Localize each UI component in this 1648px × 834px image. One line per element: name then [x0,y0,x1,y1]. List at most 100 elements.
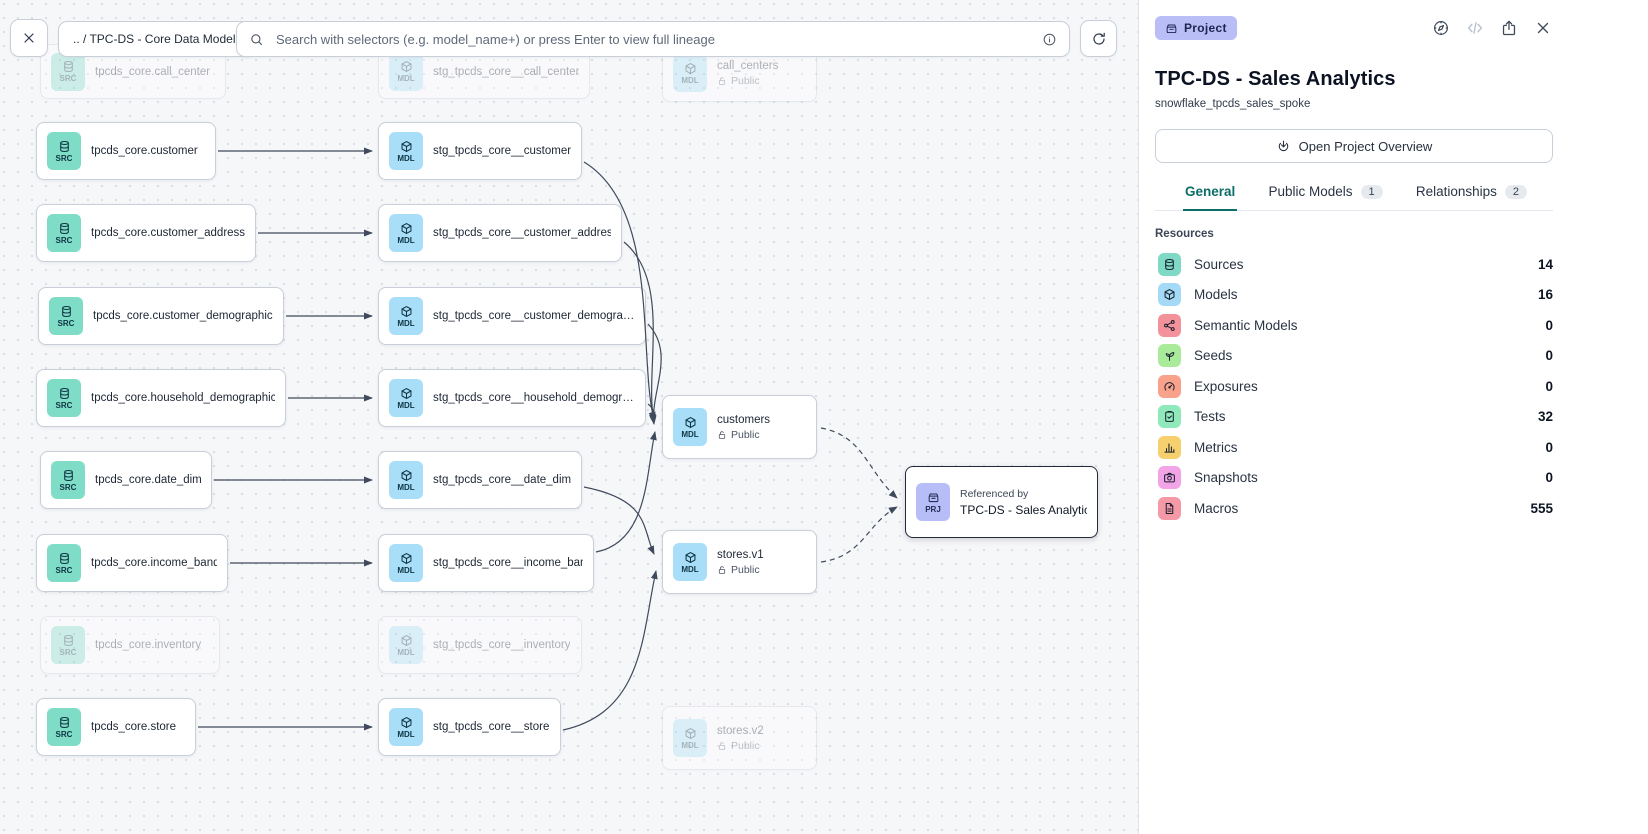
node-type-label: SRC [60,649,77,657]
info-icon[interactable] [1042,32,1057,47]
resource-row-metrics[interactable]: Metrics 0 [1155,432,1553,463]
resource-count: 32 [1538,409,1553,424]
resource-label: Models [1194,287,1238,302]
mdl-type-badge: MDL [389,214,423,252]
model-cube-icon [400,387,413,400]
node-label: tpcds_core.inventory [95,639,201,651]
lineage-canvas[interactable]: SRC tpcds_core.call_centerSRCtpcds_core.c… [0,0,1138,834]
resource-label: Metrics [1194,440,1238,455]
node-mdl-stg-household-demographics[interactable]: MDLstg_tpcds_core__household_demogr… [378,369,646,427]
node-mdl-stg-customer-demographics[interactable]: MDL stg_tpcds_core__customer_demogra… [378,287,646,345]
model-cube-icon [400,140,413,153]
resource-label: Sources [1194,257,1244,272]
panel-title: TPC-DS - Sales Analytics [1155,68,1553,91]
open-project-overview-button[interactable]: Open Project Overview [1155,129,1553,163]
node-label: TPC-DS - Sales Analytics [960,503,1087,517]
resource-row-snapshots[interactable]: Snapshots 0 [1155,463,1553,494]
project-overview-icon [1276,139,1291,154]
edge-stg-date-dim-to-stores [584,487,654,554]
close-lineage-button[interactable] [10,19,48,57]
resource-row-exposures[interactable]: Exposures0 [1155,371,1553,402]
node-src-customer-demographics[interactable]: SRCtpcds_core.customer_demographics [38,287,284,345]
resource-row-tests[interactable]: Tests32 [1155,402,1553,433]
node-src-store[interactable]: SRC tpcds_core.store [36,698,196,756]
model-cube-icon [684,551,697,564]
public-access-label: Public [731,75,760,87]
node-label: stg_tpcds_core__inventory [433,639,570,651]
clipboard-icon [1158,405,1181,428]
resource-count: 555 [1530,501,1553,516]
resource-label: Snapshots [1194,470,1258,485]
resource-row-semantic-models[interactable]: Semantic Models0 [1155,310,1553,341]
edge-customers-to-project [821,428,897,498]
tab-label: Public Models [1268,184,1352,199]
node-mdl-stores-v2[interactable]: MDLstores.v2Public [662,706,817,770]
node-mdl-stg-customer[interactable]: MDLstg_tpcds_core__customer [378,122,582,180]
node-type-label: MDL [397,320,414,328]
source-database-icon [58,222,71,235]
tab-relationships[interactable]: Relationships2 [1414,184,1529,211]
node-src-date-dim[interactable]: SRCtpcds_core.date_dim [40,451,212,509]
resources-section-title: Resources [1155,228,1553,240]
source-database-icon [58,140,71,153]
node-mdl-stg-income-band[interactable]: MDLstg_tpcds_core__income_band [378,534,594,592]
breadcrumb-label: .. / TPC-DS - Core Data Models [73,32,242,46]
project-type-badge: Project [1155,16,1237,40]
model-cube-icon [684,727,697,740]
resource-label: Seeds [1194,348,1232,363]
node-type-label: SRC [56,731,73,739]
resource-count: 0 [1545,379,1553,394]
refresh-button[interactable] [1080,20,1117,57]
close-panel-button[interactable] [1533,18,1553,38]
resource-row-macros[interactable]: Macros555 [1155,493,1553,524]
model-cube-icon [400,305,413,318]
src-type-badge: SRC [51,626,85,664]
unlock-icon [717,741,727,751]
details-panel: Project TPC-DS - Sales Analytics snowfla… [1138,0,1648,834]
edge-stg-household-to-customers [648,404,654,423]
mdl-type-badge: MDL [673,54,707,92]
tab-public-models[interactable]: Public Models1 [1266,184,1384,211]
node-mdl-stores-v1[interactable]: MDLstores.v1Public [662,530,817,594]
share-button[interactable] [1499,18,1519,38]
view-code-button[interactable] [1465,18,1485,38]
node-src-customer-address[interactable]: SRCtpcds_core.customer_address [36,204,256,262]
node-type-label: SRC [60,484,77,492]
breadcrumb[interactable]: .. / TPC-DS - Core Data Models [58,21,257,57]
node-src-customer[interactable]: SRCtpcds_core.customer [36,122,216,180]
mdl-type-badge: MDL [389,297,423,335]
node-mdl-stg-store[interactable]: MDLstg_tpcds_core__store [378,698,561,756]
resource-count: 0 [1545,470,1553,485]
close-icon [21,30,37,46]
node-mdl-stg-inventory[interactable]: MDLstg_tpcds_core__inventory [378,616,582,674]
node-type-label: MDL [681,431,698,439]
node-src-household-demographics[interactable]: SRCtpcds_core.household_demographics [36,369,286,427]
source-database-icon [62,60,75,73]
node-src-income-band[interactable]: SRCtpcds_core.income_band [36,534,228,592]
node-mdl-customers[interactable]: MDLcustomersPublic [662,395,817,459]
mdl-type-badge: MDL [389,461,423,499]
resource-count: 0 [1545,440,1553,455]
resource-row-seeds[interactable]: Seeds0 [1155,341,1553,372]
node-mdl-stg-customer-address[interactable]: MDLstg_tpcds_core__customer_address [378,204,622,262]
node-type-label: MDL [681,77,698,85]
node-label: stg_tpcds_core__customer_demogra… [433,310,634,322]
resource-row-models[interactable]: Models16 [1155,280,1553,311]
search-bar[interactable] [236,21,1070,57]
src-type-badge: SRC [47,544,81,582]
resource-row-sources[interactable]: Sources14 [1155,249,1553,280]
cube-icon [1158,283,1181,306]
src-type-badge: SRC [47,214,81,252]
node-label: tpcds_core.store [91,721,176,733]
source-database-icon [62,469,75,482]
camera-icon [1158,466,1181,489]
resources-list: Sources14Models16Semantic Models0Seeds0E… [1155,249,1553,524]
project-icon [1165,22,1178,35]
lineage-compass-button[interactable] [1431,18,1451,38]
node-prj-sales-analytics[interactable]: PRJReferenced byTPC-DS - Sales Analytics [905,466,1098,538]
node-src-inventory[interactable]: SRC tpcds_core.inventory [40,616,220,674]
tab-general[interactable]: General [1183,184,1237,211]
node-mdl-stg-date-dim[interactable]: MDLstg_tpcds_core__date_dim [378,451,582,509]
search-input[interactable] [274,31,1032,48]
node-label: tpcds_core.call_center [95,66,210,78]
